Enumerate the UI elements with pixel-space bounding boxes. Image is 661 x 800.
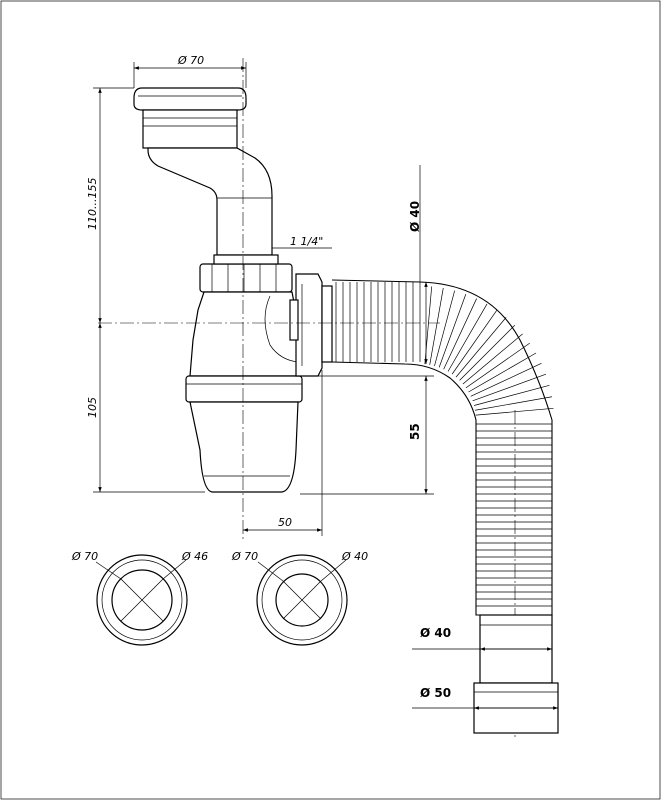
gasket-2-inner: Ø 40 (341, 550, 368, 563)
dim-end-d40: Ø 40 (420, 626, 451, 640)
dim-outlet-drop: 55 (408, 423, 422, 440)
trap-bowl (189, 291, 301, 377)
dim-height-range: 110...155 (86, 178, 99, 230)
corrugated-hose (331, 279, 554, 616)
dim-offset: 50 (278, 516, 292, 529)
dim-top-diameter: Ø 70 (177, 54, 204, 67)
inlet-collar (142, 109, 238, 149)
bowl-ring (185, 375, 303, 403)
dim-lower-height: 105 (86, 397, 99, 418)
upper-nut (199, 263, 293, 293)
dim-thread: 1 1/4" (290, 235, 323, 248)
gasket-1: Ø 70 Ø 46 (71, 550, 208, 646)
gasket-1-outer: Ø 70 (71, 550, 98, 563)
dim-end-d50: Ø 50 (420, 686, 451, 700)
gasket-1-inner: Ø 46 (181, 550, 208, 563)
outlet-nut (295, 273, 323, 377)
siphon-trap (133, 87, 333, 493)
gasket-2: Ø 70 Ø 40 (231, 550, 368, 646)
dim-hose-diameter: Ø 40 (408, 201, 422, 232)
top-flange (133, 87, 247, 111)
bottom-cup (189, 401, 299, 493)
gasket-2-outer: Ø 70 (231, 550, 258, 563)
offset-elbow (147, 147, 273, 256)
